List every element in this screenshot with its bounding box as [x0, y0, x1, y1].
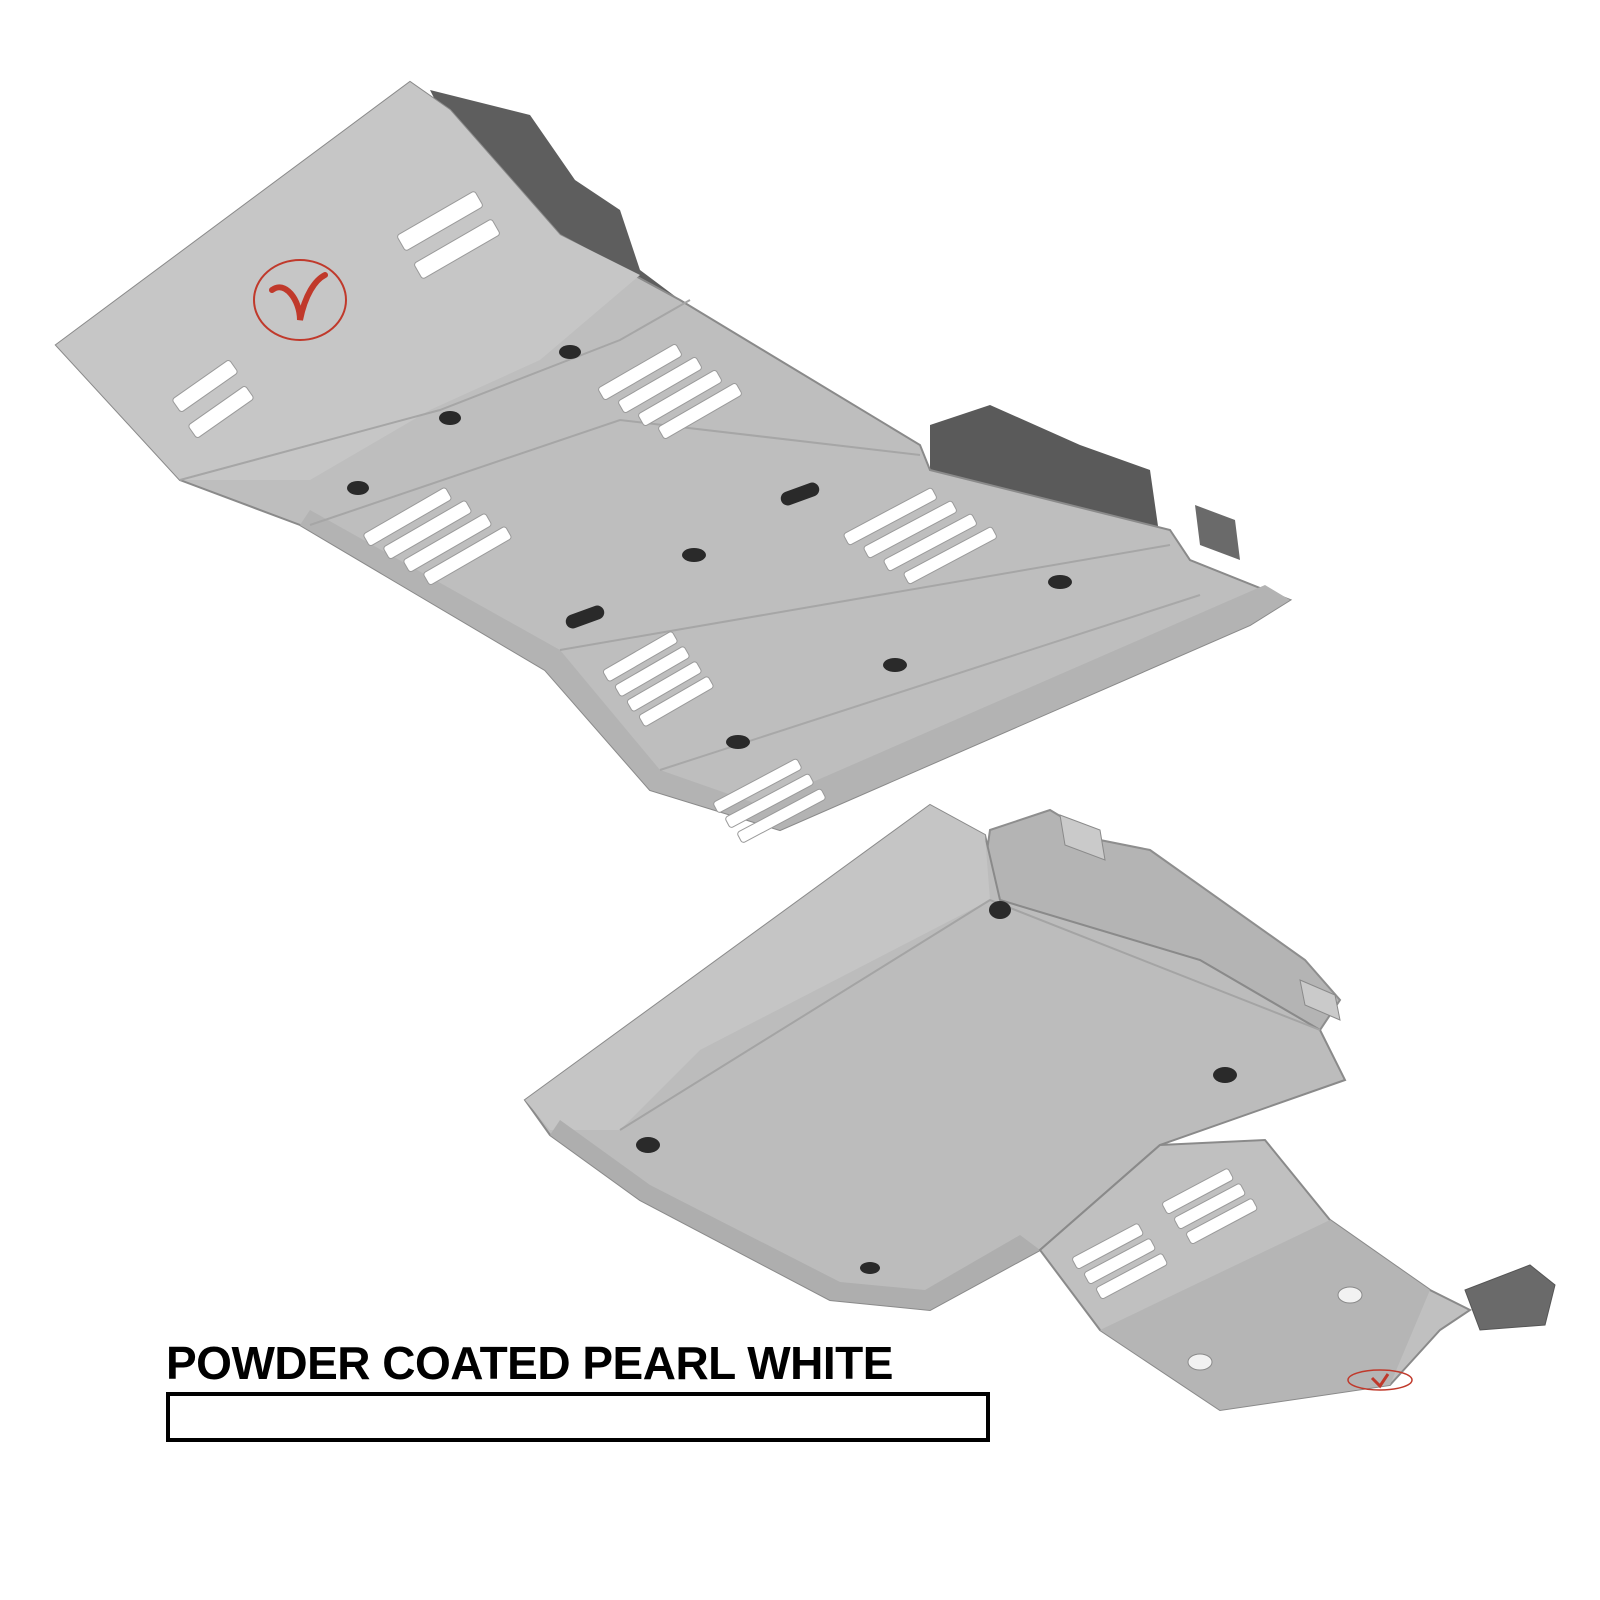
- flange-right-tab: [1195, 505, 1240, 560]
- flange-left-upper: [430, 90, 680, 300]
- flange-right-upper: [930, 405, 1160, 540]
- finish-caption: POWDER COATED PEARL WHITE: [166, 1337, 893, 1389]
- vent-slots-front: [172, 191, 997, 843]
- front-plate-lower-lip: [300, 510, 1290, 830]
- mounting-holes-front: [347, 345, 1072, 749]
- rear-plate-front-slope: [525, 805, 990, 1130]
- caption-frame: [166, 1392, 990, 1442]
- v-monogram-logo-icon: [253, 259, 347, 341]
- sump-guard-bracket: [1464, 1264, 1556, 1331]
- v-monogram-logo-small-icon: [1347, 1369, 1413, 1391]
- front-skid-plate: [54, 80, 1293, 843]
- vent-slots-sump: [1072, 1168, 1258, 1299]
- rear-tab-right: [1299, 979, 1341, 1021]
- rear-skid-plate: [523, 803, 1556, 1412]
- sump-guard-front: [1100, 1220, 1430, 1410]
- rear-plate-lip: [550, 1120, 1040, 1310]
- sump-holes: [1187, 1286, 1363, 1371]
- mounting-holes-rear: [636, 901, 1237, 1274]
- rear-tab-top: [1059, 814, 1106, 861]
